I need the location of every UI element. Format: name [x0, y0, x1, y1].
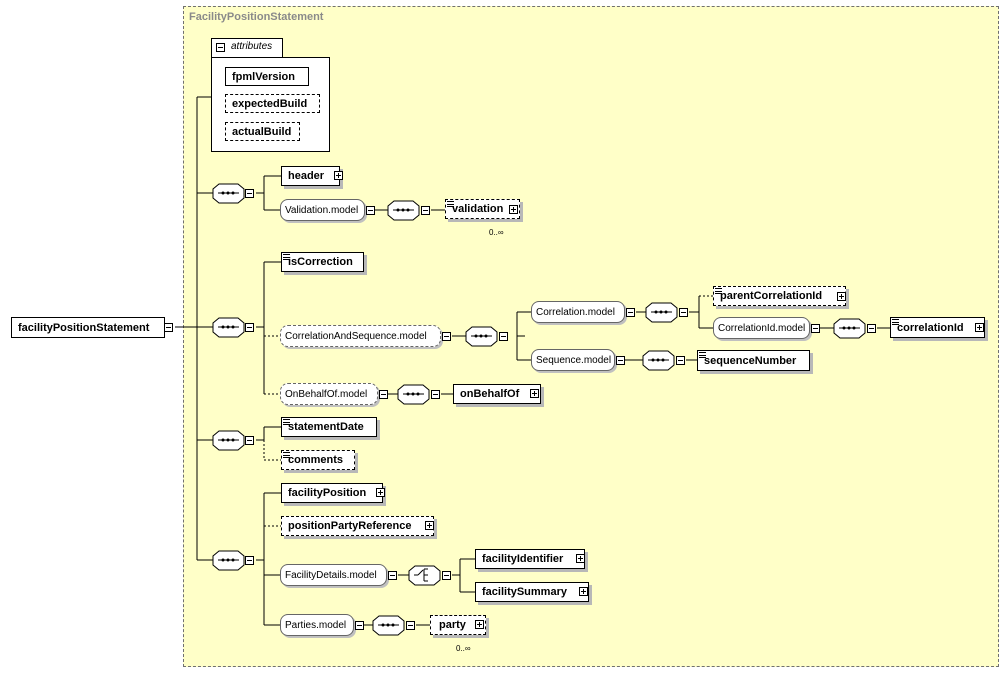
collapse-icon[interactable]	[499, 332, 508, 341]
collapse-icon[interactable]	[366, 206, 375, 215]
documentation-icon	[283, 452, 290, 459]
collapse-icon[interactable]	[679, 308, 688, 317]
element-facility-position[interactable]: facilityPosition	[281, 483, 383, 503]
attributes-tab	[211, 38, 283, 58]
validation-cardinality: 0..∞	[489, 228, 504, 237]
documentation-icon	[447, 201, 454, 208]
documentation-icon	[283, 419, 290, 426]
element-party[interactable]: party	[430, 615, 486, 635]
group-validation-model[interactable]: Validation.model	[280, 199, 365, 221]
element-comments[interactable]: comments	[281, 450, 355, 470]
expand-icon[interactable]	[376, 488, 385, 497]
collapse-icon[interactable]	[245, 323, 254, 332]
documentation-icon	[699, 352, 706, 359]
expand-icon[interactable]	[576, 554, 585, 563]
element-is-correction[interactable]: isCorrection	[281, 252, 364, 272]
expand-icon[interactable]	[530, 389, 539, 398]
attribute-fpml-version[interactable]: fpmlVersion	[225, 67, 309, 86]
collapse-icon[interactable]	[245, 556, 254, 565]
group-sequence-model[interactable]: Sequence.model	[531, 349, 615, 371]
expand-icon[interactable]	[425, 521, 434, 530]
collapse-icon[interactable]	[676, 356, 685, 365]
collapse-icon[interactable]	[421, 206, 430, 215]
element-correlation-id[interactable]: correlationId	[890, 317, 985, 338]
collapse-icon[interactable]	[406, 621, 415, 630]
expand-icon[interactable]	[579, 587, 588, 596]
group-parties-model[interactable]: Parties.model	[280, 614, 354, 636]
documentation-icon	[283, 254, 290, 261]
collapse-icon[interactable]	[216, 43, 225, 52]
element-on-behalf-of[interactable]: onBehalfOf	[453, 384, 541, 404]
expand-icon[interactable]	[475, 620, 484, 629]
element-parent-correlation-id[interactable]: parentCorrelationId	[713, 286, 846, 306]
collapse-icon[interactable]	[164, 323, 173, 332]
group-correlation-and-sequence-model[interactable]: CorrelationAndSequence.model	[280, 325, 441, 347]
element-header[interactable]: header	[281, 166, 340, 186]
collapse-icon[interactable]	[388, 571, 397, 580]
group-correlation-model[interactable]: Correlation.model	[531, 301, 625, 323]
expand-icon[interactable]	[975, 323, 984, 332]
party-cardinality: 0..∞	[456, 644, 471, 653]
collapse-icon[interactable]	[442, 571, 451, 580]
expand-icon[interactable]	[334, 171, 343, 180]
element-statement-date[interactable]: statementDate	[281, 417, 377, 437]
root-label: facilityPositionStatement	[18, 321, 150, 334]
frame-title: FacilityPositionStatement	[189, 11, 324, 23]
element-sequence-number[interactable]: sequenceNumber	[697, 350, 810, 371]
element-validation[interactable]: validation	[445, 199, 520, 219]
element-facility-summary[interactable]: facilitySummary	[475, 582, 589, 602]
element-position-party-reference[interactable]: positionPartyReference	[281, 516, 434, 536]
group-correlation-id-model[interactable]: CorrelationId.model	[713, 317, 810, 339]
collapse-icon[interactable]	[245, 436, 254, 445]
expand-icon[interactable]	[509, 205, 518, 214]
collapse-icon[interactable]	[442, 332, 451, 341]
documentation-icon	[892, 319, 899, 326]
documentation-icon	[715, 288, 722, 295]
group-on-behalf-of-model[interactable]: OnBehalfOf.model	[280, 383, 378, 405]
collapse-icon[interactable]	[626, 308, 635, 317]
collapse-icon[interactable]	[379, 390, 388, 399]
attributes-label: attributes	[231, 41, 273, 52]
collapse-icon[interactable]	[245, 189, 254, 198]
collapse-icon[interactable]	[616, 356, 625, 365]
collapse-icon[interactable]	[811, 324, 820, 333]
collapse-icon[interactable]	[867, 324, 876, 333]
collapse-icon[interactable]	[355, 621, 364, 630]
attribute-actual-build[interactable]: actualBuild	[225, 122, 300, 141]
element-facility-identifier[interactable]: facilityIdentifier	[475, 549, 585, 569]
expand-icon[interactable]	[837, 292, 846, 301]
collapse-icon[interactable]	[431, 390, 440, 399]
attribute-expected-build[interactable]: expectedBuild	[225, 94, 320, 113]
root-element[interactable]: facilityPositionStatement	[11, 317, 165, 338]
group-facility-details-model[interactable]: FacilityDetails.model	[280, 564, 387, 586]
